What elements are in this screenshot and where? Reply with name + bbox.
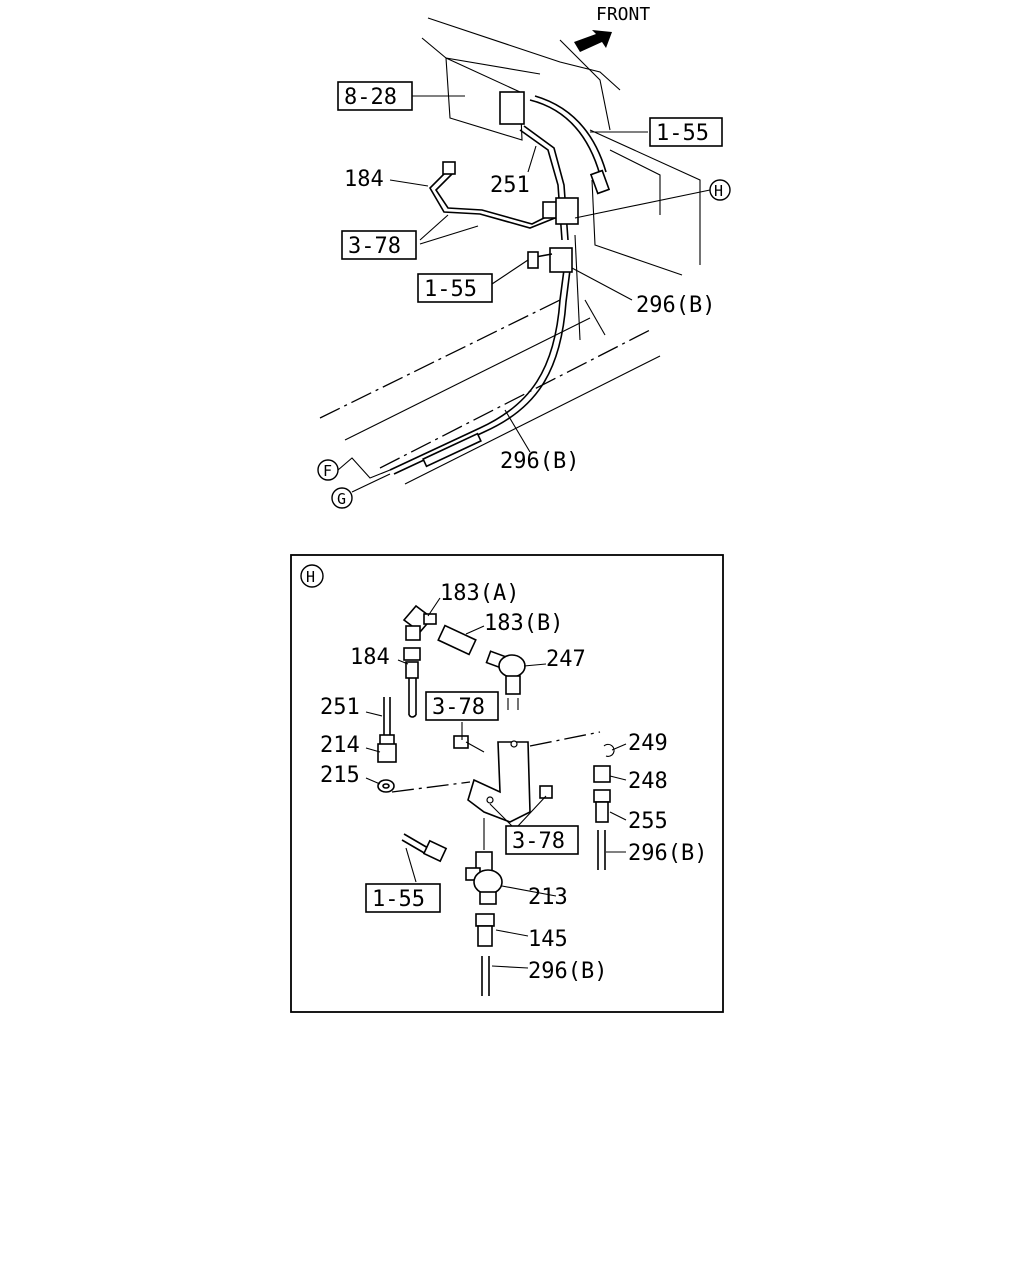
part-251-label: 251 xyxy=(490,173,530,198)
callout-f-letter: F xyxy=(323,462,332,480)
front-arrow-icon xyxy=(574,30,612,52)
detail-part-251-label: 251 xyxy=(320,695,360,720)
detail-ref-3-78-top: 3-78 xyxy=(425,691,499,721)
part-296b-upper-label: 296(B) xyxy=(636,293,715,318)
part-296b-bottom-label: 296(B) xyxy=(528,959,607,984)
part-184-label: 184 xyxy=(344,167,384,192)
detail-part-184-label: 184 xyxy=(350,645,390,670)
ref-8-28-label: 8-28 xyxy=(344,85,397,110)
part-255-label: 255 xyxy=(628,809,668,834)
part-214-label: 214 xyxy=(320,733,360,758)
part-296b-right-label: 296(B) xyxy=(628,841,707,866)
ref-3-78-label: 3-78 xyxy=(348,234,401,259)
part-249-label: 249 xyxy=(628,731,668,756)
part-247-label: 247 xyxy=(546,647,586,672)
detail-ref-1-55-label: 1-55 xyxy=(372,887,425,912)
detail-ref-3-78-bottom-label: 3-78 xyxy=(512,829,565,854)
callout-g: G xyxy=(331,487,353,509)
part-248-label: 248 xyxy=(628,769,668,794)
part-145-label: 145 xyxy=(528,927,568,952)
part-296b-lower-label: 296(B) xyxy=(500,449,579,474)
detail-h-callout: H xyxy=(300,564,324,588)
part-183b-label: 183(B) xyxy=(484,611,563,636)
part-215-label: 215 xyxy=(320,763,360,788)
detail-ref-3-78-bottom: 3-78 xyxy=(505,825,579,855)
overview-ref-1-55-top: 1-55 xyxy=(649,117,723,147)
detail-ref-1-55: 1-55 xyxy=(365,883,441,913)
part-183a-label: 183(A) xyxy=(440,581,519,606)
overview-drawing xyxy=(319,17,711,493)
ref-1-55-mid-label: 1-55 xyxy=(424,277,477,302)
callout-g-letter: G xyxy=(337,490,346,508)
overview-ref-8-28: 8-28 xyxy=(337,81,413,111)
callout-h: H xyxy=(709,179,731,201)
overview-ref-3-78: 3-78 xyxy=(341,230,417,260)
detail-ref-3-78-top-label: 3-78 xyxy=(432,695,485,720)
detail-h-callout-letter: H xyxy=(306,568,315,586)
part-213-label: 213 xyxy=(528,885,568,910)
front-label: FRONT xyxy=(596,4,650,25)
callout-h-letter: H xyxy=(714,182,723,200)
overview-ref-1-55-mid: 1-55 xyxy=(417,273,493,303)
ref-1-55-top-label: 1-55 xyxy=(656,121,709,146)
callout-f: F xyxy=(317,459,339,481)
detail-h-drawing xyxy=(365,597,627,996)
